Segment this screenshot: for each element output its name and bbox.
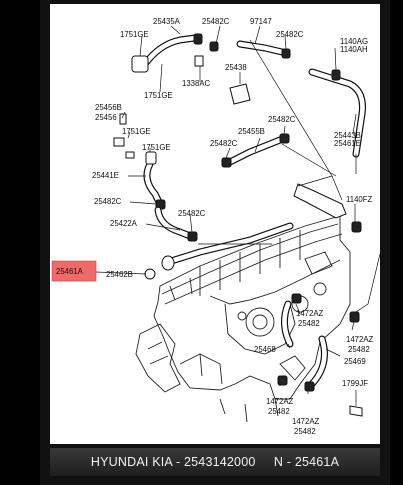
parts-diagram-sheet: 25461A 25435A 25482C 97147 1751GE 25482C… <box>50 4 380 444</box>
label-1140AG[interactable]: 1140AG <box>340 37 368 46</box>
hose-25468 <box>277 293 302 386</box>
label-1140FZ[interactable]: 1140FZ <box>346 195 373 204</box>
label-25461E[interactable]: 25461E <box>334 139 361 148</box>
label-1140AH[interactable]: 1140AH <box>340 45 368 54</box>
part-labels: 25435A 25482C 97147 1751GE 25482C 1140AG… <box>92 17 374 436</box>
label-25482C[interactable]: 25482C <box>94 197 122 206</box>
label-25468[interactable]: 25468 <box>254 345 276 354</box>
label-25456B[interactable]: 25456B <box>95 103 122 112</box>
caption-part-number: 2543142000 <box>183 455 256 469</box>
label-25482C[interactable]: 25482C <box>202 17 230 26</box>
label-25482[interactable]: 25482 <box>298 319 320 328</box>
leader-lines <box>95 25 380 406</box>
label-25456[interactable]: 25456 <box>95 113 117 122</box>
label-1472AZ[interactable]: 1472AZ <box>292 417 320 426</box>
label-97147[interactable]: 97147 <box>250 17 272 26</box>
hose-25441E <box>143 151 166 210</box>
hose-25469 <box>304 311 360 392</box>
connector-25438 <box>194 55 251 105</box>
label-1751GE[interactable]: 1751GE <box>120 30 149 39</box>
caption-ref: N - 25461A <box>273 455 340 469</box>
top-hose-97147 <box>209 40 291 59</box>
caption-bar: HYUNDAI KIA - 2543142000 N - 25461A <box>50 448 380 476</box>
highlight-label: 25461A <box>56 267 84 276</box>
label-25462B[interactable]: 25462B <box>106 270 133 279</box>
small-parts-left <box>113 113 135 159</box>
clip-1799JF <box>349 405 363 417</box>
connector-25461E <box>293 183 362 233</box>
hose-25455B <box>221 133 290 168</box>
label-1751GE[interactable]: 1751GE <box>122 127 151 136</box>
label-25455B[interactable]: 25455B <box>238 127 265 136</box>
label-1799JF[interactable]: 1799JF <box>342 379 368 388</box>
caption-text: HYUNDAI KIA - 2543142000 N - 25461A <box>90 455 340 469</box>
top-hose-25435A <box>131 33 203 73</box>
label-1751GE[interactable]: 1751GE <box>144 91 173 100</box>
label-25441E[interactable]: 25441E <box>92 171 119 180</box>
label-1338AC[interactable]: 1338AC <box>182 79 211 88</box>
label-25482C[interactable]: 25482C <box>268 115 296 124</box>
label-1472AZ[interactable]: 1472AZ <box>346 335 374 344</box>
label-25482[interactable]: 25482 <box>268 407 290 416</box>
label-25435A[interactable]: 25435A <box>153 17 181 26</box>
label-1472AZ[interactable]: 1472AZ <box>266 397 294 406</box>
pipe-25461A <box>144 222 294 280</box>
label-25422A[interactable]: 25422A <box>110 219 138 228</box>
label-1751GE[interactable]: 1751GE <box>142 143 171 152</box>
parts-diagram: 25461A 25435A 25482C 97147 1751GE 25482C… <box>51 17 380 436</box>
highlight-box <box>51 260 97 282</box>
label-25482C[interactable]: 25482C <box>210 139 238 148</box>
label-25482[interactable]: 25482 <box>294 427 316 436</box>
label-25482C[interactable]: 25482C <box>276 30 304 39</box>
label-25469[interactable]: 25469 <box>344 357 366 366</box>
label-1472AZ[interactable]: 1472AZ <box>296 309 324 318</box>
hose-25422A <box>154 206 198 242</box>
label-25482C[interactable]: 25482C <box>178 209 206 218</box>
highlight-25461A[interactable]: 25461A <box>51 260 97 282</box>
label-25482[interactable]: 25482 <box>348 345 370 354</box>
label-25443B[interactable]: 25443B <box>334 131 361 140</box>
label-25438[interactable]: 25438 <box>225 63 247 72</box>
long-hose-25443B <box>308 68 366 174</box>
caption-brand: HYUNDAI KIA <box>90 455 173 469</box>
